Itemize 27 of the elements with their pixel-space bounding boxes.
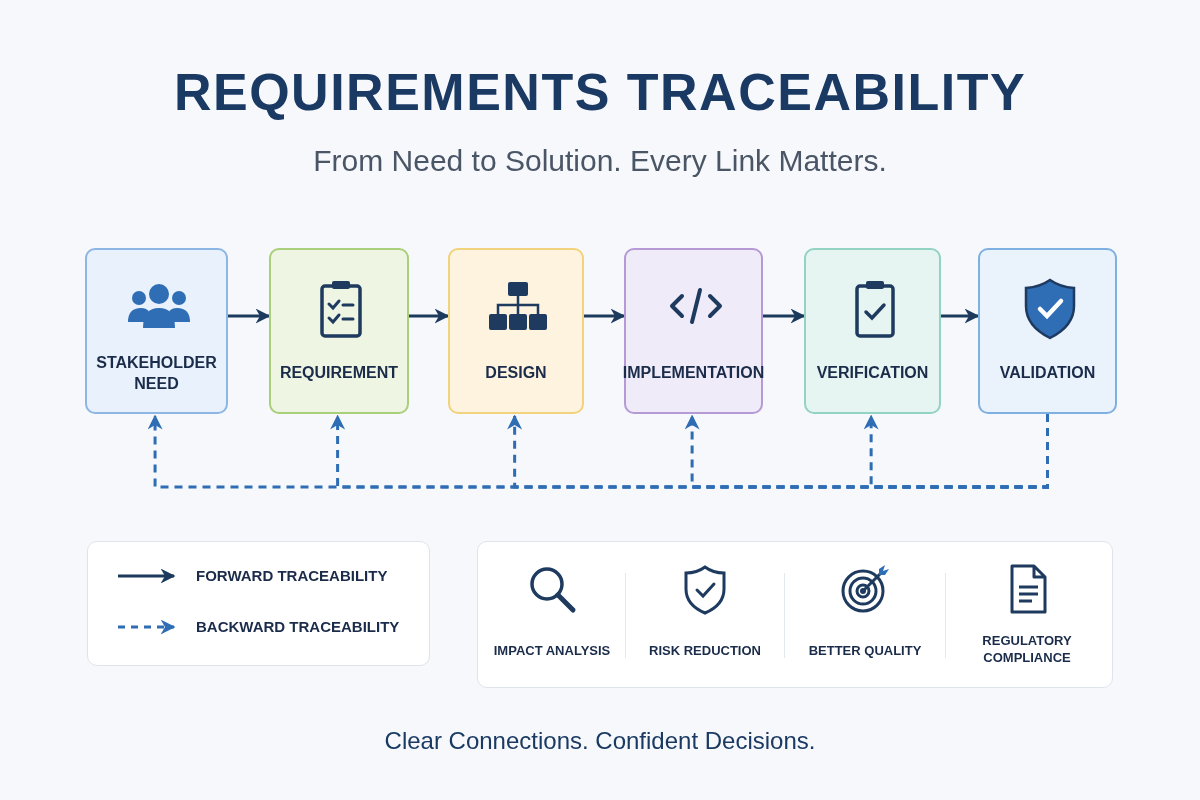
process-box xyxy=(804,248,941,414)
step-label: DESIGN xyxy=(484,363,548,383)
title: REQUIREMENTS TRACEABILITY xyxy=(172,62,1028,122)
benefit-label: BETTER QUALITY xyxy=(807,642,923,659)
subtitle: From Need to Solution. Every Link Matters. xyxy=(312,144,888,178)
arrow xyxy=(763,308,806,324)
benefit-label: RISK REDUCTION xyxy=(648,642,762,659)
process-box xyxy=(85,248,228,414)
step-label: VERIFICATION xyxy=(815,363,930,383)
process-box xyxy=(624,248,763,414)
step-label: REQUIREMENT xyxy=(278,363,400,383)
dashed-arrow xyxy=(863,414,1049,489)
process-box xyxy=(978,248,1117,414)
arrow xyxy=(409,308,450,324)
process-box xyxy=(269,248,409,414)
step-label: IMPLEMENTATION xyxy=(622,363,765,383)
arrow xyxy=(941,308,980,324)
legend-label: BACKWARD TRACEABILITY xyxy=(196,618,400,635)
step-label: STAKEHOLDER NEED xyxy=(95,353,218,394)
benefit-label: IMPACT ANALYSIS xyxy=(492,642,612,659)
process-box xyxy=(448,248,584,414)
arrow xyxy=(584,308,626,324)
arrow xyxy=(228,308,271,324)
legend-label: FORWARD TRACEABILITY xyxy=(196,567,388,584)
step-label: VALIDATION xyxy=(998,363,1097,383)
benefit-label: REGULATORY COMPLIANCE xyxy=(981,632,1073,666)
tagline: Clear Connections. Confident Decisions. xyxy=(383,727,817,755)
